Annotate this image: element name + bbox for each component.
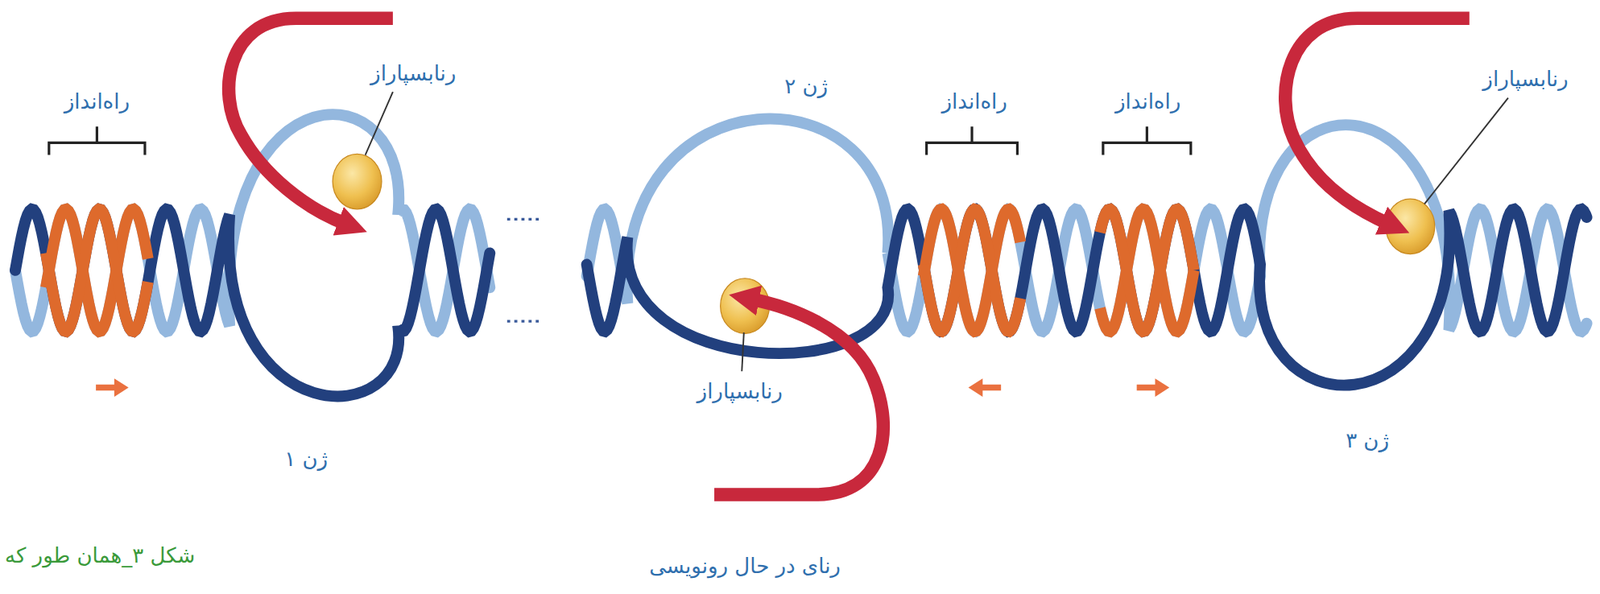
dna-strand-dark — [15, 209, 490, 397]
promoter-region — [45, 209, 149, 332]
direction-arrow — [95, 378, 129, 397]
promoter-bracket — [1103, 126, 1191, 155]
promoter-bracket — [926, 126, 1018, 155]
rna-polymerase — [332, 153, 382, 209]
promoter-label: راه‌انداز — [1113, 89, 1183, 115]
continuation-dots — [507, 218, 543, 221]
leader-line — [365, 91, 393, 156]
gene-label: ژن ۲ — [782, 74, 830, 100]
gene-label: ژن ۱ — [282, 446, 330, 472]
promoter-bracket — [49, 126, 145, 155]
promoter-label: راه‌انداز — [940, 89, 1009, 115]
promoter-label: راه‌انداز — [62, 89, 132, 115]
polymerase-label: رنابسپاراز — [695, 379, 785, 405]
polymerase-label: رنابسپاراز — [1480, 66, 1570, 92]
gene-label: ژن ۳ — [1343, 428, 1391, 454]
direction-arrow — [968, 378, 1002, 397]
leader-line — [1424, 98, 1509, 205]
promoter-region — [1099, 209, 1195, 332]
promoter-region — [923, 209, 1021, 332]
promoter-region — [923, 209, 1021, 332]
polymerase-label: رنابسپاراز — [368, 61, 458, 87]
rna-label: رنای در حال رونویسی — [647, 554, 843, 579]
continuation-dots — [507, 320, 543, 323]
promoter-region — [1099, 209, 1195, 332]
leader-line — [741, 332, 745, 372]
direction-arrow — [1136, 378, 1171, 397]
figure-caption: شکل ۳_همان طور که — [3, 543, 197, 569]
rna-polymerase — [1385, 198, 1435, 254]
dna-strand-dark — [587, 209, 1588, 386]
promoter-region — [45, 209, 149, 332]
rna-strand — [228, 18, 393, 225]
rna-strand — [1285, 18, 1470, 225]
